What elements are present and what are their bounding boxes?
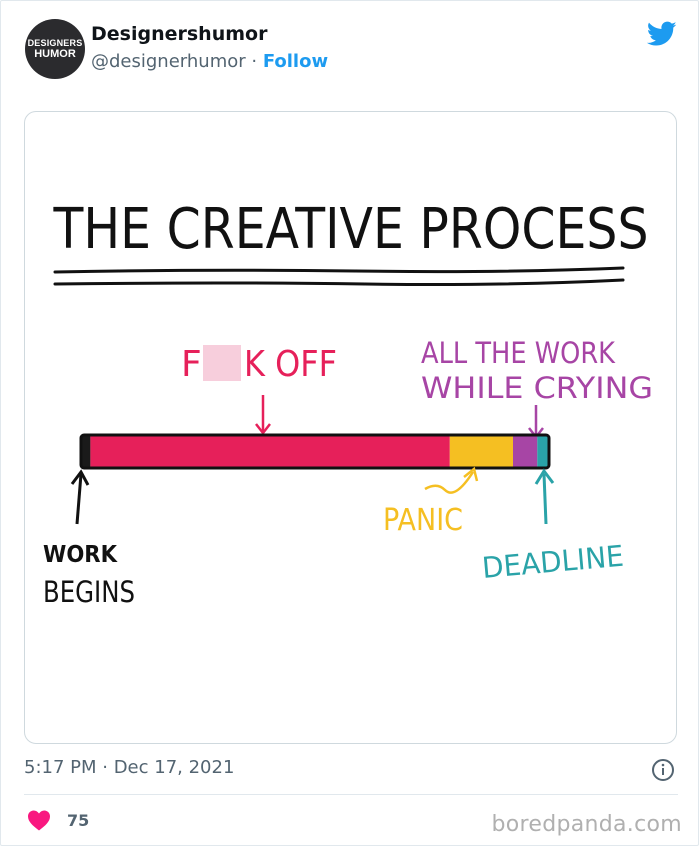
label-work-1: WORK (43, 542, 118, 568)
label-allwork-2: WHILE CRYING (421, 371, 653, 405)
handle[interactable]: @designerhumor (91, 51, 246, 72)
handle-line: @designerhumor · Follow (91, 51, 328, 72)
twitter-bird-icon[interactable] (647, 21, 677, 47)
process-bar (79, 433, 551, 470)
bar-segment-work-begins (81, 435, 91, 468)
arrow-deadline (542, 473, 548, 525)
arrow-panic-head (463, 466, 479, 482)
like-button[interactable]: 75 (27, 809, 89, 831)
creative-process-comic: THE CREATIVE PROCESS F K OFF ALL THE WOR… (43, 197, 653, 609)
bar-outline (79, 433, 551, 470)
arrow-deadline-head (534, 468, 555, 485)
label-panic: PANIC (383, 503, 463, 538)
bar-segment-f-off (90, 435, 450, 468)
label-f: F (181, 344, 202, 385)
arrow-work-begins (75, 473, 83, 525)
comic-title: THE CREATIVE PROCESS (53, 197, 649, 262)
title-underline-1 (53, 266, 625, 274)
censor-blur (203, 345, 241, 381)
arrow-work-begins-head (70, 469, 90, 486)
info-icon[interactable] (651, 758, 675, 782)
tweet-media-image[interactable]: THE CREATIVE PROCESS F K OFF ALL THE WOR… (24, 111, 677, 744)
bar-segment-deadline (537, 435, 549, 468)
label-work-2: BEGINS (43, 575, 135, 609)
arrow-f-off-head (255, 423, 271, 436)
handle-separator: · (245, 51, 263, 72)
avatar-text-line1: DESIGNERS (27, 37, 83, 48)
title-underline-2 (53, 278, 625, 286)
avatar[interactable]: DESIGNERS HUMOR (25, 19, 85, 79)
bar-segment-crying (513, 435, 538, 468)
timestamp[interactable]: 5:17 PM · Dec 17, 2021 (24, 757, 235, 778)
label-koff: K OFF (244, 344, 337, 385)
follow-button[interactable]: Follow (262, 51, 329, 72)
avatar-text-line2: HUMOR (34, 47, 76, 60)
arrow-panic (424, 471, 475, 494)
label-allwork-1: ALL THE WORK (421, 336, 616, 370)
watermark: boredpanda.com (491, 812, 682, 837)
display-name[interactable]: Designershumor (91, 23, 268, 45)
divider (24, 794, 678, 795)
label-deadline: DEADLINE (481, 539, 625, 585)
like-count: 75 (67, 810, 90, 830)
bar-segment-panic (449, 435, 513, 468)
heart-icon (28, 810, 50, 831)
